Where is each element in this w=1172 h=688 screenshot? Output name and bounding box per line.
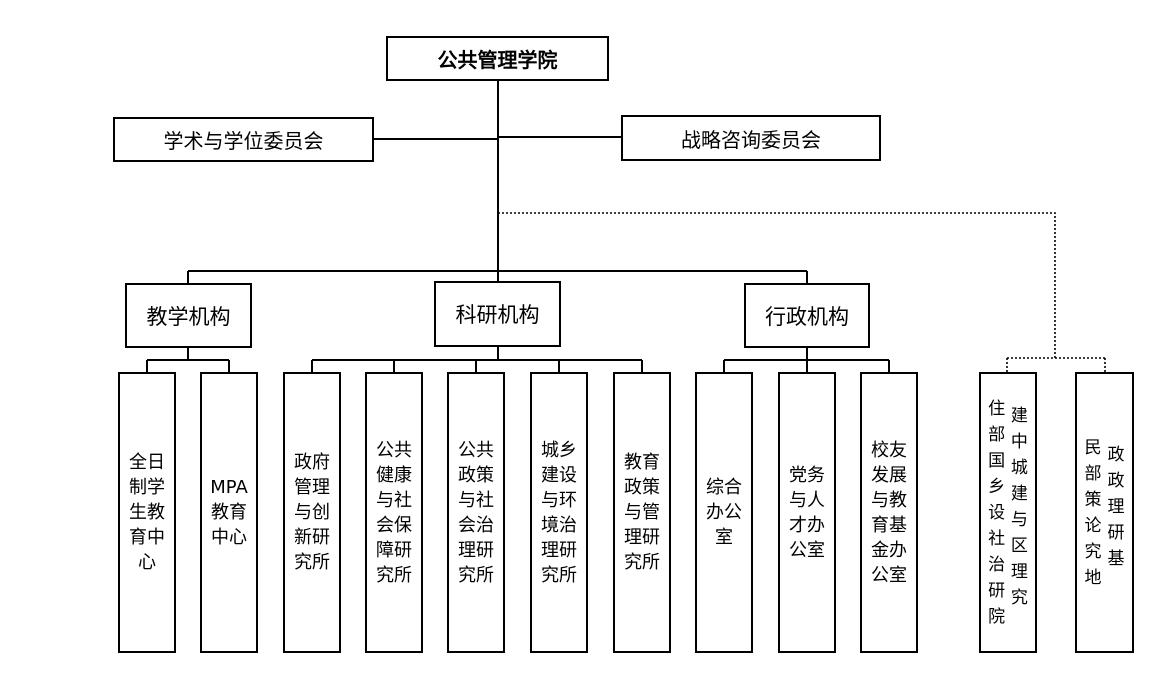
research-unit-4-label: 城乡建设与环境治理研究所 xyxy=(541,439,577,586)
teaching-unit-1: 全日制学生教育中心 xyxy=(118,372,176,653)
research-unit-4: 城乡建设与环境治理研究所 xyxy=(530,372,588,653)
strategy-committee-node: 战略咨询委员会 xyxy=(621,115,881,161)
teaching-unit-2: MPA教育中心 xyxy=(200,372,258,653)
research-unit-3-label: 公共政策与社会治理研究所 xyxy=(458,439,494,586)
research-unit-3: 公共政策与社会治理研究所 xyxy=(447,372,505,653)
base-node-1: 住部国乡设社治研院 建中城建与区理究 xyxy=(979,372,1037,653)
base-2-col-b: 政政理研基 xyxy=(1107,444,1125,569)
admin-unit-2-label: 党务与人才办公室 xyxy=(789,464,825,561)
base-node-2: 民部策论究地 政政理研基 xyxy=(1075,372,1134,653)
academic-committee-node: 学术与学位委员会 xyxy=(113,117,374,162)
research-unit-1-label: 政府管理与创新研究所 xyxy=(294,452,330,573)
academic-committee-label: 学术与学位委员会 xyxy=(163,129,324,153)
teaching-branch-node: 教学机构 xyxy=(125,283,252,348)
research-unit-2: 公共健康与社会保障研究所 xyxy=(365,372,423,653)
admin-unit-3: 校友发展与教育基金办公室 xyxy=(860,372,918,653)
base-1-col-a: 住部国乡设社治研院 xyxy=(988,398,1006,627)
teaching-unit-2-label: MPA教育中心 xyxy=(210,477,248,548)
base-1-col-b: 建中城建与区理究 xyxy=(1010,405,1028,608)
admin-branch-node: 行政机构 xyxy=(744,283,870,348)
admin-unit-3-label: 校友发展与教育基金办公室 xyxy=(871,439,907,586)
research-unit-5-label: 教育政策与管理研究所 xyxy=(624,452,660,573)
teaching-unit-1-label: 全日制学生教育中心 xyxy=(129,452,165,573)
strategy-committee-label: 战略咨询委员会 xyxy=(681,127,821,152)
root-label: 公共管理学院 xyxy=(437,48,558,72)
admin-branch-label: 行政机构 xyxy=(765,304,849,329)
research-unit-1: 政府管理与创新研究所 xyxy=(283,372,341,653)
research-branch-node: 科研机构 xyxy=(434,281,561,347)
research-unit-2-label: 公共健康与社会保障研究所 xyxy=(376,439,412,586)
base-2-col-a: 民部策论究地 xyxy=(1084,437,1102,588)
research-branch-label: 科研机构 xyxy=(455,303,540,327)
admin-unit-1: 综合办公室 xyxy=(695,372,753,653)
teaching-branch-label: 教学机构 xyxy=(146,304,231,329)
research-unit-5: 教育政策与管理研究所 xyxy=(613,372,671,653)
admin-unit-1-label: 综合办公室 xyxy=(706,477,742,548)
root-node: 公共管理学院 xyxy=(386,36,609,81)
admin-unit-2: 党务与人才办公室 xyxy=(778,372,836,653)
